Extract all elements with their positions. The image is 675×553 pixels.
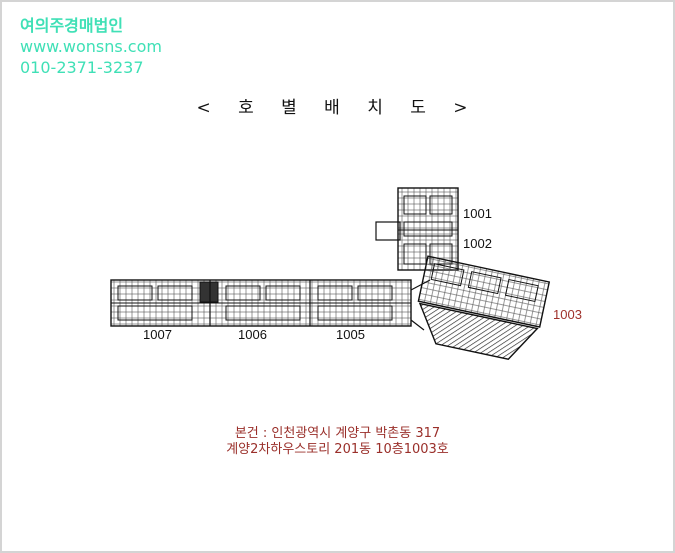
watermark-company: 여의주경매법인 [20,16,124,35]
unit-label-1003: 1003 [553,307,582,322]
corner-block [417,255,551,360]
watermark-website: www.wonsns.com [20,37,162,56]
address-line-2: 계양2차하우스토리 201동 10층1003호 [226,442,449,457]
unit-label-1006: 1006 [238,327,267,342]
unit-label-1007: 1007 [143,327,172,342]
page-title: < 호 별 배 치 도 > [196,98,479,118]
address-line-1: 본건 : 인천광역시 계양구 박촌동 317 [234,426,441,441]
main-wing [110,279,412,327]
watermark-phone: 010-2371-3237 [20,58,144,77]
tower-wing [375,187,459,271]
unit-label-1002: 1002 [463,236,492,251]
unit-label-1001: 1001 [463,206,492,221]
unit-label-1005: 1005 [336,327,365,342]
